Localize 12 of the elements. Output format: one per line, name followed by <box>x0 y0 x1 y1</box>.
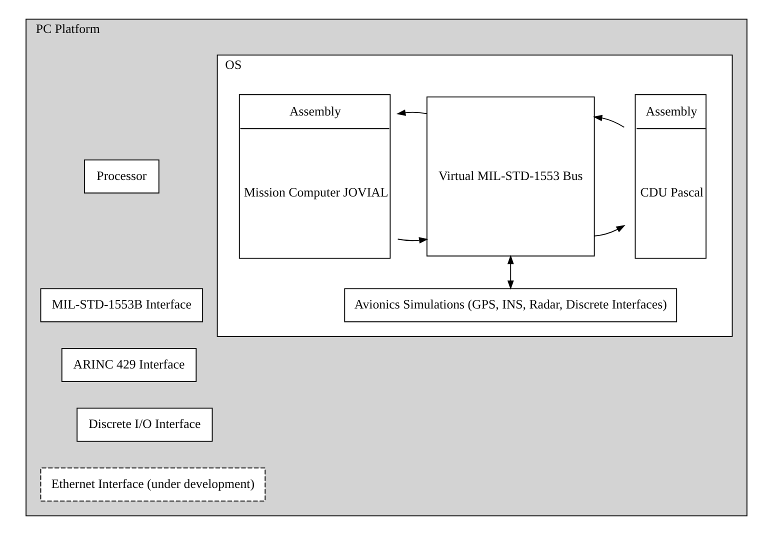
node-box: Avionics Simulations (GPS, INS, Radar, Discrete Interfaces) <box>344 288 677 322</box>
arrow <box>593 224 625 236</box>
node-box: Processor <box>83 159 159 194</box>
node-box: ARINC 429 Interface <box>60 348 196 382</box>
arrow <box>592 114 624 128</box>
node-box: Discrete I/O Interface <box>76 408 212 442</box>
arrow <box>396 237 428 244</box>
arrow <box>396 109 427 116</box>
node-box: MIL-STD-1553B Interface <box>40 288 203 322</box>
node-box: Ethernet Interface (under development) <box>40 468 266 502</box>
arrow <box>506 254 514 290</box>
node-box: Virtual MIL-STD-1553 Bus <box>426 96 594 256</box>
